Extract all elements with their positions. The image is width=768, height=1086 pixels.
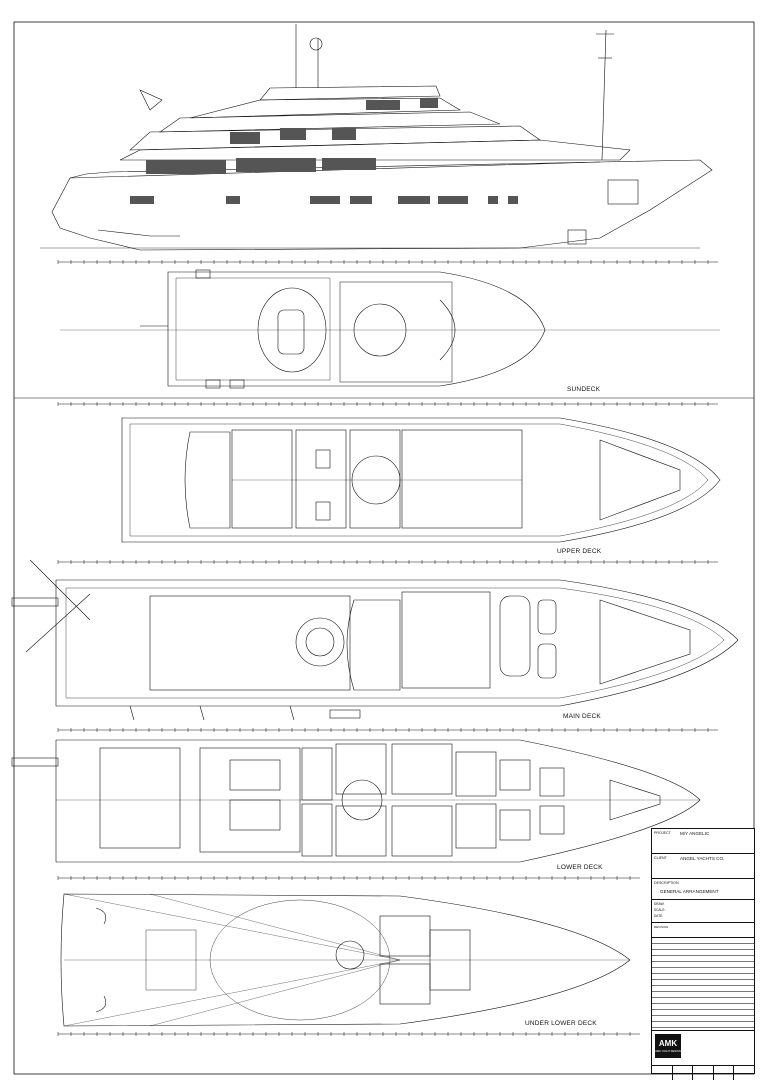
sundeck-plan [60, 269, 720, 389]
main-deck-label: MAIN DECK [563, 713, 601, 720]
upper-deck-label: UPPER DECK [557, 548, 602, 555]
upper-deck-scale [57, 560, 718, 564]
title-client-row: CLIENT ANGEL YACHTS CO. [652, 854, 754, 879]
under-lower-deck-label: UNDER LOWER DECK [525, 1020, 597, 1027]
lower-deck-plan [11, 739, 701, 863]
footer-cell [693, 1066, 714, 1080]
logo-text: AMK [658, 1039, 678, 1048]
upper-deck-plan [121, 417, 721, 543]
lower-deck-label: LOWER DECK [557, 864, 603, 871]
footer-cell [734, 1066, 754, 1080]
sundeck-label: SUNDECK [567, 386, 601, 393]
sundeck-scale [57, 402, 718, 406]
description-value: GENERAL ARRANGEMENT [660, 889, 719, 894]
lower-deck-scale [57, 876, 640, 880]
under-lower-deck-plan [60, 893, 631, 1027]
project-value: M/Y ANGELIC [680, 831, 710, 836]
amk-logo: AMK AMK YACHT DESIGN [655, 1034, 681, 1058]
sheet-border [13, 21, 755, 1075]
title-description-row: DESCRIPTION GENERAL ARRANGEMENT [652, 879, 754, 900]
client-label: CLIENT [654, 856, 667, 860]
profile-scale [57, 260, 718, 264]
footer-cell [652, 1066, 673, 1080]
meta-scale: SCALE: [654, 908, 666, 912]
title-logo-row: AMK AMK YACHT DESIGN [652, 1031, 754, 1066]
footer-cell [673, 1066, 694, 1080]
main-deck-plan [11, 559, 739, 721]
meta-date: DATE: [654, 914, 664, 918]
title-footer [652, 1066, 754, 1080]
title-meta-row: DRAW: SCALE: DATE: [652, 900, 754, 923]
title-block: PROJECT M/Y ANGELIC CLIENT ANGEL YACHTS … [651, 828, 755, 1080]
client-value: ANGEL YACHTS CO. [680, 856, 725, 861]
profile-view [40, 24, 713, 251]
revision-table [652, 938, 754, 1031]
main-deck-scale [57, 728, 718, 732]
title-project-row: PROJECT M/Y ANGELIC [652, 829, 754, 854]
revision-label: REVISION [654, 925, 669, 929]
title-revision-row: REVISION [652, 923, 754, 938]
footer-cell [714, 1066, 735, 1080]
description-label: DESCRIPTION [654, 881, 679, 885]
logo-subtext: AMK YACHT DESIGN [655, 1050, 681, 1053]
meta-draw: DRAW: [654, 902, 665, 906]
under-lower-deck-scale [57, 1032, 640, 1036]
project-label: PROJECT [654, 831, 671, 835]
